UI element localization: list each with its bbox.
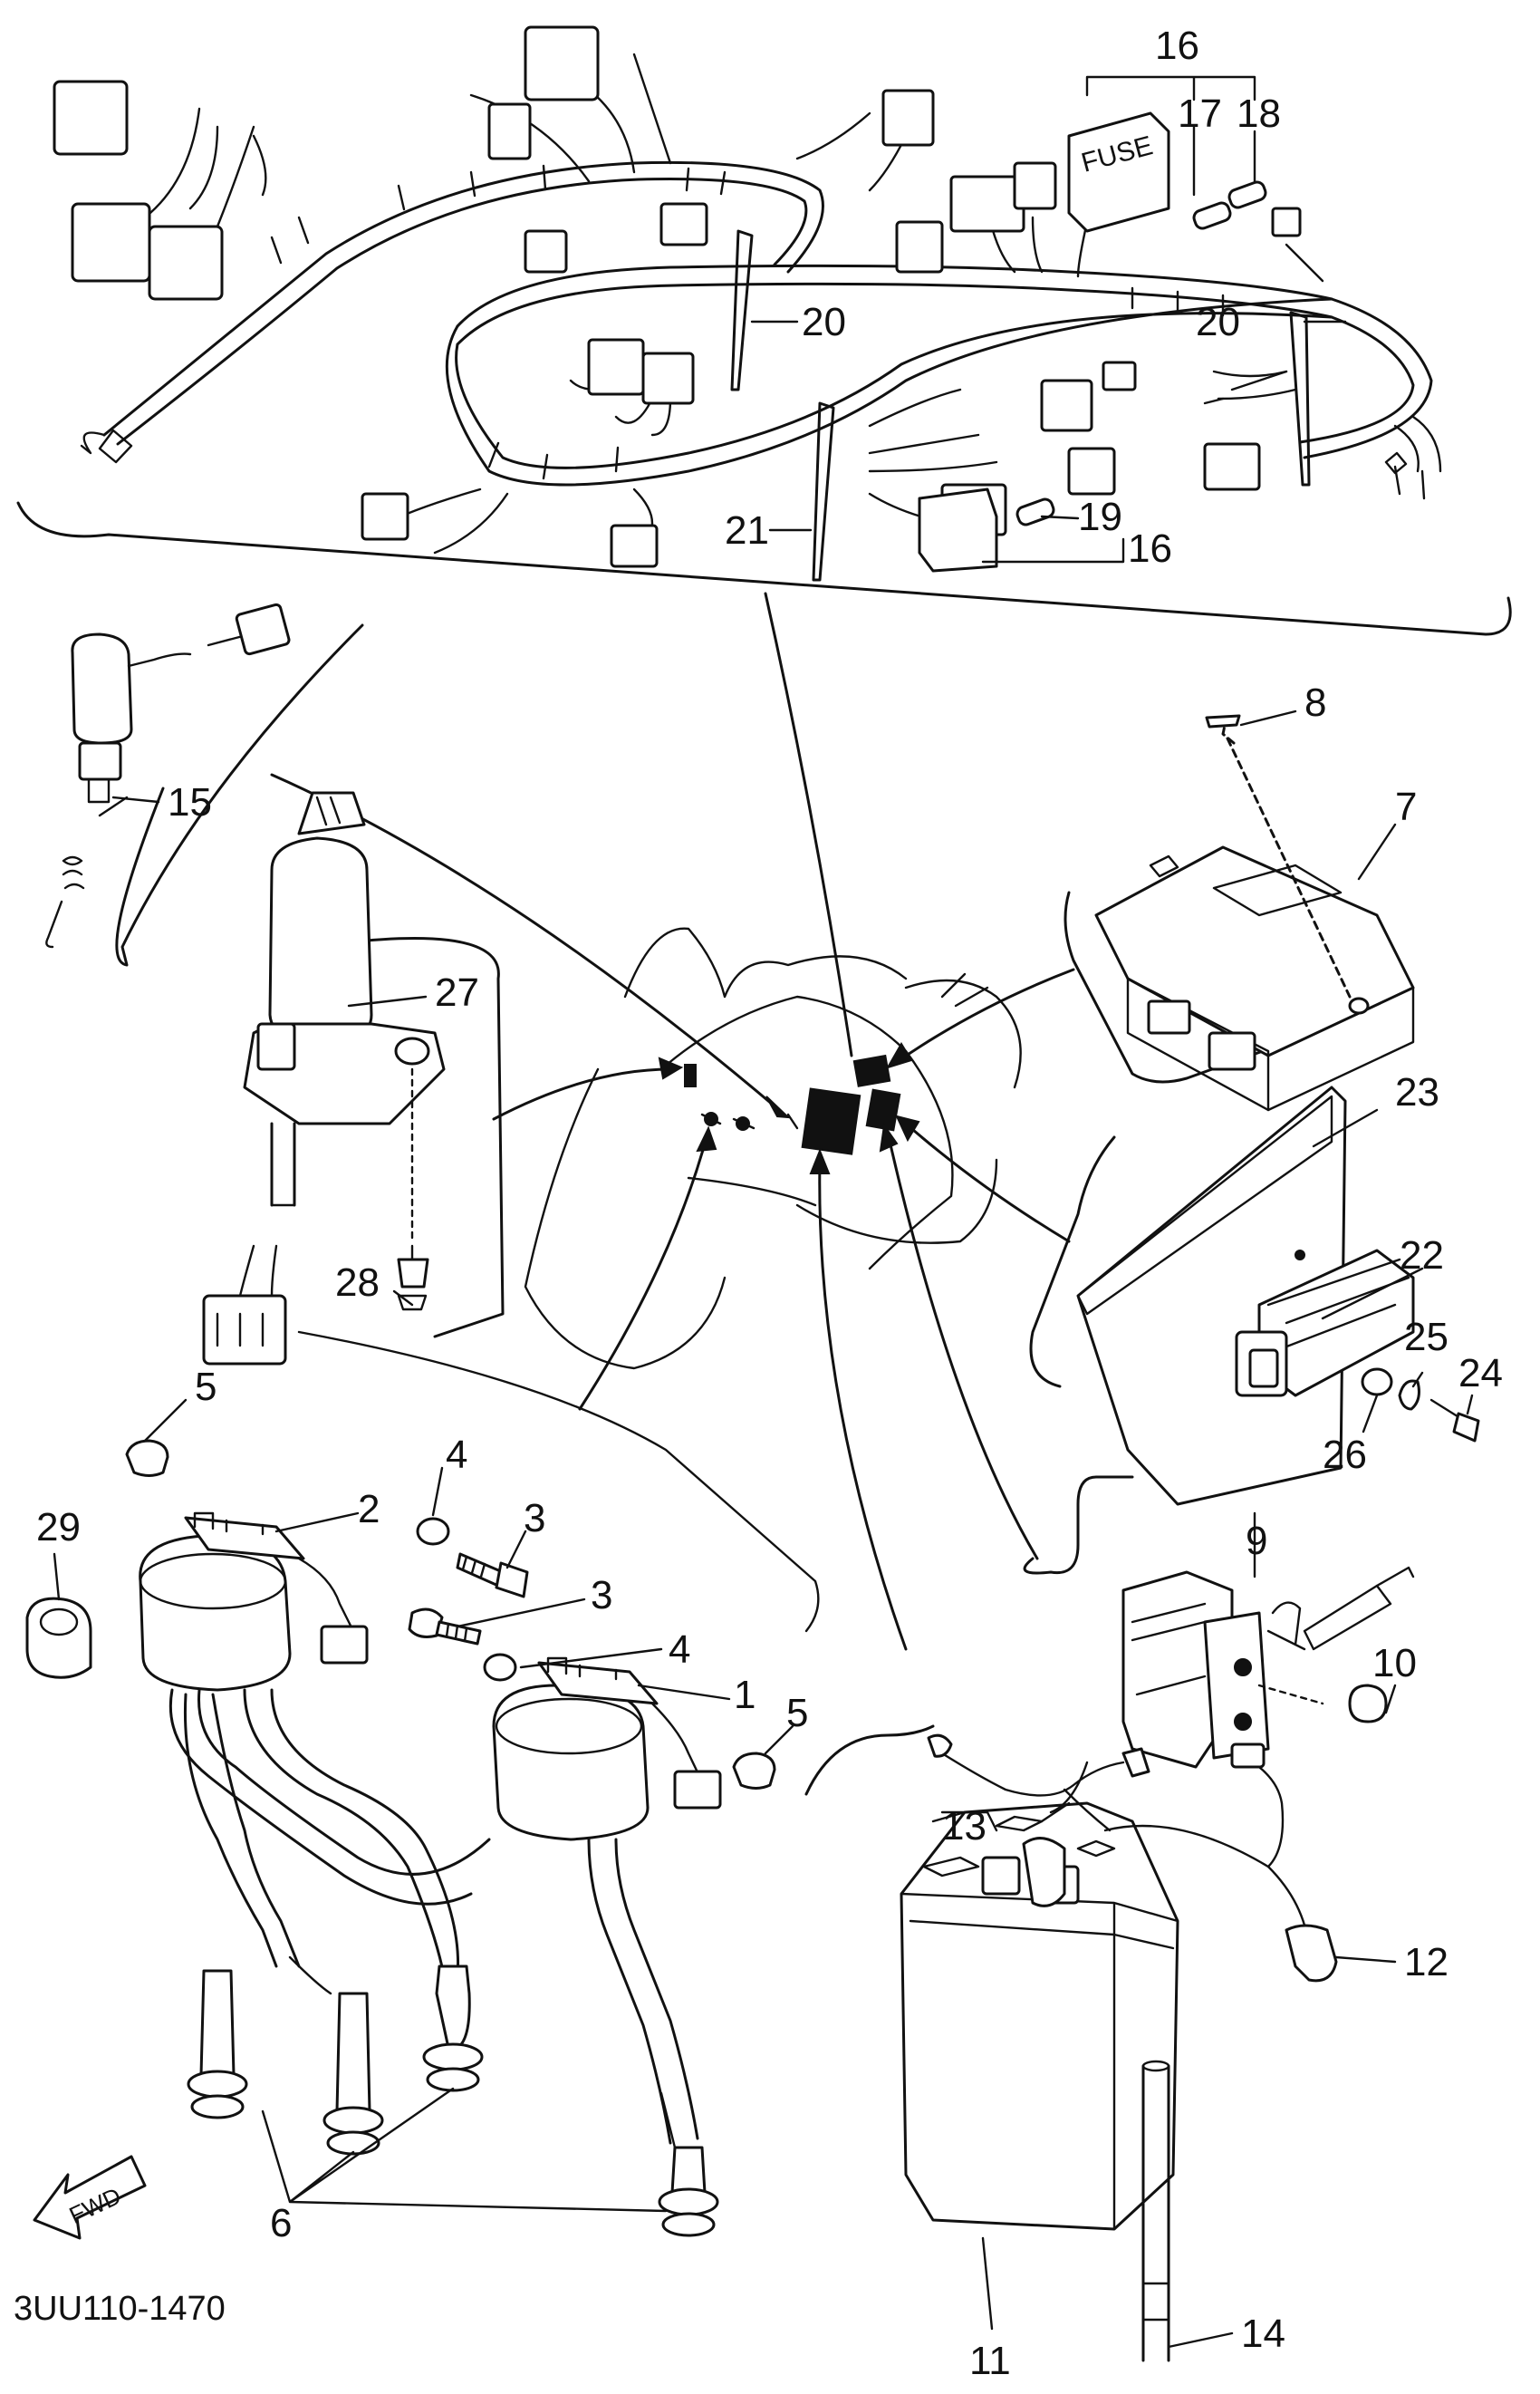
- motorcycle-outline: [524, 927, 1022, 1370]
- callout-22: 22: [1400, 1233, 1444, 1278]
- callout-16a: 16: [1155, 24, 1199, 68]
- callout-17: 17: [1178, 92, 1222, 136]
- harness-panel-border: [16, 501, 1512, 636]
- washer-4b: [483, 1653, 517, 1682]
- callout-24: 24: [1458, 1351, 1503, 1395]
- callout-1: 1: [734, 1673, 756, 1717]
- lock-washer-25: [1398, 1379, 1420, 1411]
- callout-2: 2: [358, 1487, 380, 1531]
- plug-cap: [322, 1992, 384, 2156]
- callout-26: 26: [1323, 1433, 1367, 1477]
- connector-block: [53, 80, 129, 156]
- fuse-box: FUSE: [1067, 111, 1170, 233]
- fuse-18: [1227, 180, 1267, 209]
- center-block-large: [801, 1087, 861, 1155]
- callout-13: 13: [942, 1804, 987, 1849]
- callout-27: 27: [435, 970, 479, 1015]
- harness-leaders: [750, 75, 1347, 564]
- nut-10: [1348, 1684, 1388, 1723]
- callout-8: 8: [1304, 681, 1326, 725]
- part-2-ignition-coil: [139, 1511, 369, 1692]
- part-15-switch: [45, 603, 364, 967]
- callout-9: 9: [1246, 1519, 1267, 1563]
- part-6-plug-caps: [168, 1688, 719, 2237]
- callout-10: 10: [1372, 1641, 1417, 1685]
- part-1-ignition-coil: [492, 1656, 722, 1841]
- cable-tie-21: [812, 401, 835, 582]
- clamp-29: [25, 1597, 92, 1679]
- fwd-arrow-icon: FWD: [33, 2155, 147, 2240]
- callout-16b: 16: [1128, 526, 1172, 571]
- bolt-3a: [456, 1552, 505, 1588]
- bolt-24: [1452, 1412, 1480, 1443]
- plug-cap: [422, 1964, 484, 2092]
- callout-20b: 20: [1196, 300, 1240, 344]
- coil-hardware: [25, 1439, 776, 1790]
- lower-leaders: [53, 710, 1474, 2349]
- callout-15: 15: [168, 780, 212, 825]
- nut-5a: [125, 1439, 169, 1477]
- callout-4a: 4: [446, 1433, 467, 1477]
- center-arrows: [270, 592, 1075, 1651]
- callout-20a: 20: [802, 300, 846, 344]
- callout-28: 28: [335, 1260, 380, 1305]
- screw-8: [1205, 714, 1241, 729]
- callout-5b: 5: [786, 1691, 808, 1735]
- diagram-code: 3UU110-1470: [14, 2290, 226, 2328]
- nut-5b: [732, 1752, 776, 1790]
- callout-6: 6: [270, 2201, 292, 2245]
- callout-12: 12: [1404, 1940, 1449, 1984]
- part-ignition-coil-panel: [297, 1330, 820, 1633]
- part-12-13-battery-leads: [927, 1733, 1338, 1983]
- callout-14: 14: [1241, 2312, 1285, 2356]
- part-7-cdi-unit: [1064, 714, 1415, 1112]
- callout-11: 11: [969, 2339, 1011, 2383]
- part-27-ignition-switch: [202, 791, 505, 1366]
- cable-tie-20a: [730, 229, 754, 391]
- callout-3a: 3: [524, 1496, 545, 1540]
- fuse-19: [1015, 497, 1055, 526]
- part-14-breather-hose: [1141, 2060, 1170, 2362]
- callout-3b: 3: [591, 1573, 612, 1617]
- washer-4a: [416, 1517, 450, 1546]
- callout-21: 21: [725, 508, 769, 553]
- callout-4b: 4: [669, 1627, 690, 1672]
- callout-5a: 5: [195, 1365, 217, 1409]
- callout-25: 25: [1404, 1315, 1449, 1359]
- fuse-17: [1192, 201, 1232, 230]
- callout-19: 19: [1078, 495, 1122, 539]
- callout-23: 23: [1395, 1070, 1439, 1115]
- callout-labels: 1 2 3 3 4 4 5 5 6 7 8 9 10 11 12 13 14 1…: [36, 24, 1503, 2383]
- part-9-relay: [804, 1475, 1415, 1796]
- washer-26: [1361, 1367, 1393, 1396]
- part-24-26-hardware: [1361, 1367, 1480, 1443]
- cable-tie-20b: [1289, 311, 1311, 487]
- plug-cap: [187, 1969, 248, 2119]
- plug-cap: [658, 2146, 719, 2237]
- callout-29: 29: [36, 1505, 81, 1549]
- part-23-panel: [1029, 1086, 1347, 1506]
- callout-18: 18: [1237, 92, 1281, 136]
- wire-harness: FUSE: [16, 25, 1512, 636]
- callout-7: 7: [1395, 785, 1417, 829]
